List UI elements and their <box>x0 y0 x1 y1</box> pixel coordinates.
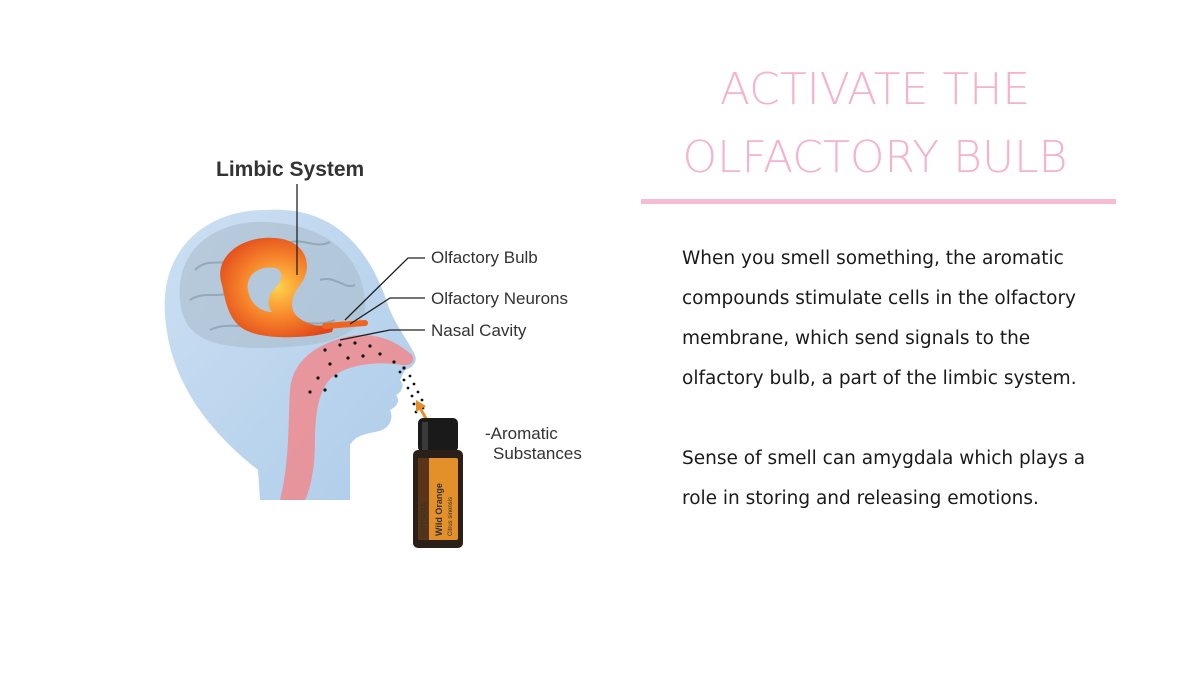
wild-orange-bottle: dōTERRA Wild Orange Citrus sinensis <box>413 418 463 548</box>
paragraph-1-line-1: When you smell something, the aromatic <box>682 248 1064 269</box>
title-line-2: OLFACTORY BULB <box>682 132 1068 183</box>
paragraph-1-line-3: membrane, which send signals to the <box>682 328 1031 349</box>
brain-shape <box>179 221 366 349</box>
label-aromatic-line1: -Aromatic <box>485 424 558 443</box>
paragraph-1-line-2: compounds stimulate cells in the olfacto… <box>682 288 1077 309</box>
label-nasal-cavity: Nasal Cavity <box>431 321 527 340</box>
label-aromatic-line2: Substances <box>493 444 582 463</box>
leader-lines <box>296 184 425 341</box>
nasal-cavity-shape <box>280 334 414 500</box>
limbic-system-shape <box>220 237 335 338</box>
label-olfactory-bulb: Olfactory Bulb <box>431 248 538 267</box>
title-line-1: ACTIVATE THE <box>719 64 1031 115</box>
title-divider <box>641 199 1116 204</box>
slide-body-text: When you smell something, the aromatic c… <box>682 239 1102 519</box>
olfactory-diagram: dōTERRA Wild Orange Citrus sinensis Limb… <box>150 140 610 560</box>
spray-arrow-head <box>416 400 426 412</box>
olfactory-bulb-stem <box>322 320 368 329</box>
bottle-subtitle-text: Citrus sinensis <box>448 497 454 536</box>
aroma-particles <box>308 341 425 414</box>
paragraph-gap <box>682 399 1102 439</box>
slide-title: ACTIVATE THE OLFACTORY BULB <box>640 56 1110 192</box>
limbic-system-heading: Limbic System <box>216 158 364 181</box>
paragraph-1-line-4: olfactory bulb, a part of the limbic sys… <box>682 368 1077 389</box>
bottle-brand-text: dōTERRA <box>420 501 429 538</box>
diagram-svg: dōTERRA Wild Orange Citrus sinensis Limb… <box>164 158 582 548</box>
bottle-product-text: Wild Orange <box>434 483 444 536</box>
label-olfactory-neurons: Olfactory Neurons <box>431 289 568 308</box>
paragraph-2-line-1: Sense of smell can amygdala which plays … <box>682 448 1086 469</box>
paragraph-2-line-2: role in storing and releasing emotions. <box>682 488 1039 509</box>
